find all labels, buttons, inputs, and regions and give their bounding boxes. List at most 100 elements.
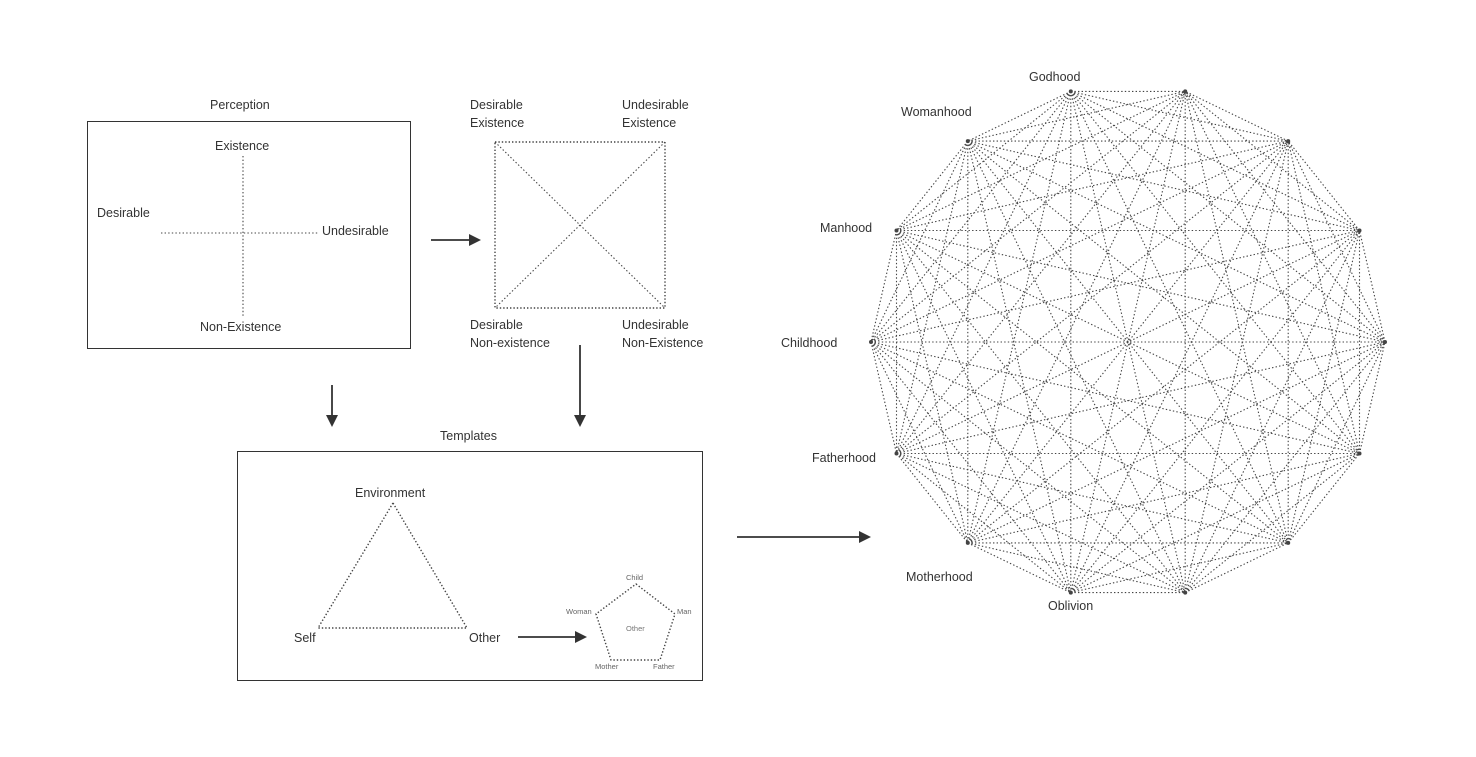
polygon-edge — [1184, 90, 1289, 142]
childhood-label: Childhood — [781, 336, 838, 350]
polygon-edge — [967, 542, 1186, 594]
polygon-edge — [967, 452, 1360, 544]
polygon-edge — [1070, 90, 1386, 343]
polygon-edge — [896, 229, 1386, 343]
manhood-label: Manhood — [820, 221, 873, 235]
quadrant-diagonal-2 — [494, 141, 666, 309]
polygon-vertex — [869, 340, 873, 344]
polygon-edge — [870, 91, 1072, 343]
polygon-edge — [967, 90, 1186, 142]
polygon-edge — [1184, 91, 1360, 454]
existence-axis-label: Existence — [215, 139, 270, 153]
arrow-quadrants-to-templates — [574, 345, 586, 427]
polygon-edge — [1070, 542, 1289, 594]
polygon-edge — [967, 91, 1072, 544]
non-existence-axis-label: Non-Existence — [200, 320, 282, 334]
polygon-edge — [870, 140, 1289, 343]
polygon-edge — [896, 230, 1186, 593]
polygon-edge — [1287, 140, 1361, 454]
polygon-edge — [1070, 230, 1360, 593]
triangle-self-label: Self — [294, 631, 316, 645]
polygon-edge — [870, 341, 1186, 594]
polygon-edge — [870, 229, 1360, 343]
polygon-edge — [1184, 91, 1386, 343]
pentagon-child-label: Child — [626, 573, 644, 582]
oblivion-label: Oblivion — [1048, 599, 1094, 613]
polygon-edge — [1358, 341, 1386, 454]
pentagon-father-label: Father — [653, 662, 675, 671]
polygon-edge — [1287, 140, 1360, 231]
polygon-vertex — [894, 228, 899, 233]
polygon-edge — [1184, 90, 1360, 231]
polygon-edge — [1070, 90, 1360, 231]
polygon-edge — [870, 341, 898, 454]
arrow-perception-to-quadrants — [431, 234, 481, 246]
polygon-edge — [967, 140, 1360, 454]
polygon-edge — [1287, 140, 1386, 343]
polygon-edge — [1070, 90, 1289, 142]
polygon-edge — [870, 230, 898, 343]
triangle-environment-label: Environment — [355, 486, 426, 500]
polygon-edge — [1070, 453, 1360, 594]
polygon-edge — [896, 453, 1186, 594]
polygon-edge — [967, 140, 1289, 544]
polygon-edge — [1287, 341, 1386, 544]
polygon-edge — [896, 453, 1072, 594]
polygon-vertex — [894, 451, 899, 456]
polygon-edge — [896, 90, 1186, 231]
polygon-edge — [896, 140, 1289, 454]
complete-graph-polygon — [869, 89, 1387, 595]
polygon-edge — [1358, 230, 1386, 343]
polygon-edge — [1287, 453, 1360, 544]
polygon-edge — [870, 341, 1289, 544]
polygon-edge — [1070, 91, 1186, 593]
polygon-edge — [870, 341, 1360, 455]
polygon-vertex — [1183, 89, 1188, 94]
polygon-edge — [967, 140, 1360, 232]
polygon-edge — [1070, 91, 1186, 593]
desirable-axis-label: Desirable — [97, 206, 150, 220]
polygon-edge — [1184, 453, 1360, 594]
polygon-edge — [895, 230, 969, 544]
polygon-edge — [870, 140, 969, 343]
perception-frame — [87, 121, 411, 349]
arrow-templates-to-polygon — [737, 531, 871, 543]
polygon-edge — [967, 341, 1386, 544]
polygon-edge — [967, 140, 1072, 593]
polygon-edge — [1070, 341, 1386, 594]
polygon-edge — [896, 90, 1072, 231]
polygon-vertex — [1183, 590, 1188, 595]
womanhood-label: Womanhood — [901, 105, 972, 119]
polygon-edge — [967, 90, 1072, 142]
polygon-edge — [967, 140, 1386, 343]
polygon-edge — [967, 230, 1360, 544]
polygon-edge — [896, 452, 1289, 544]
polygon-edge — [967, 91, 1186, 544]
pentagon-woman-label: Woman — [566, 607, 592, 616]
polygon-vertex — [965, 540, 970, 545]
polygon-vertex — [1068, 590, 1073, 595]
polygon-edge — [896, 140, 1289, 232]
pentagon-other-label: Other — [626, 624, 645, 633]
arrow-triangle-to-pentagon — [518, 631, 587, 643]
polygon-vertex — [1357, 451, 1362, 456]
templates-title: Templates — [440, 429, 497, 443]
polygon-edge — [870, 90, 1186, 343]
polygon-edge — [967, 542, 1072, 594]
polygon-edge — [896, 140, 969, 231]
godhood-label: Godhood — [1029, 70, 1081, 84]
polygon-edge — [967, 140, 1186, 593]
polygon-vertex — [1068, 89, 1073, 94]
perception-title: Perception — [210, 98, 270, 112]
arrow-perception-to-templates — [326, 385, 338, 427]
polygon-edge — [870, 341, 969, 544]
polygon-edge — [1184, 341, 1386, 593]
fatherhood-label: Fatherhood — [812, 451, 876, 465]
polygon-edge — [896, 91, 1072, 454]
triangle-other-label: Other — [469, 631, 501, 645]
